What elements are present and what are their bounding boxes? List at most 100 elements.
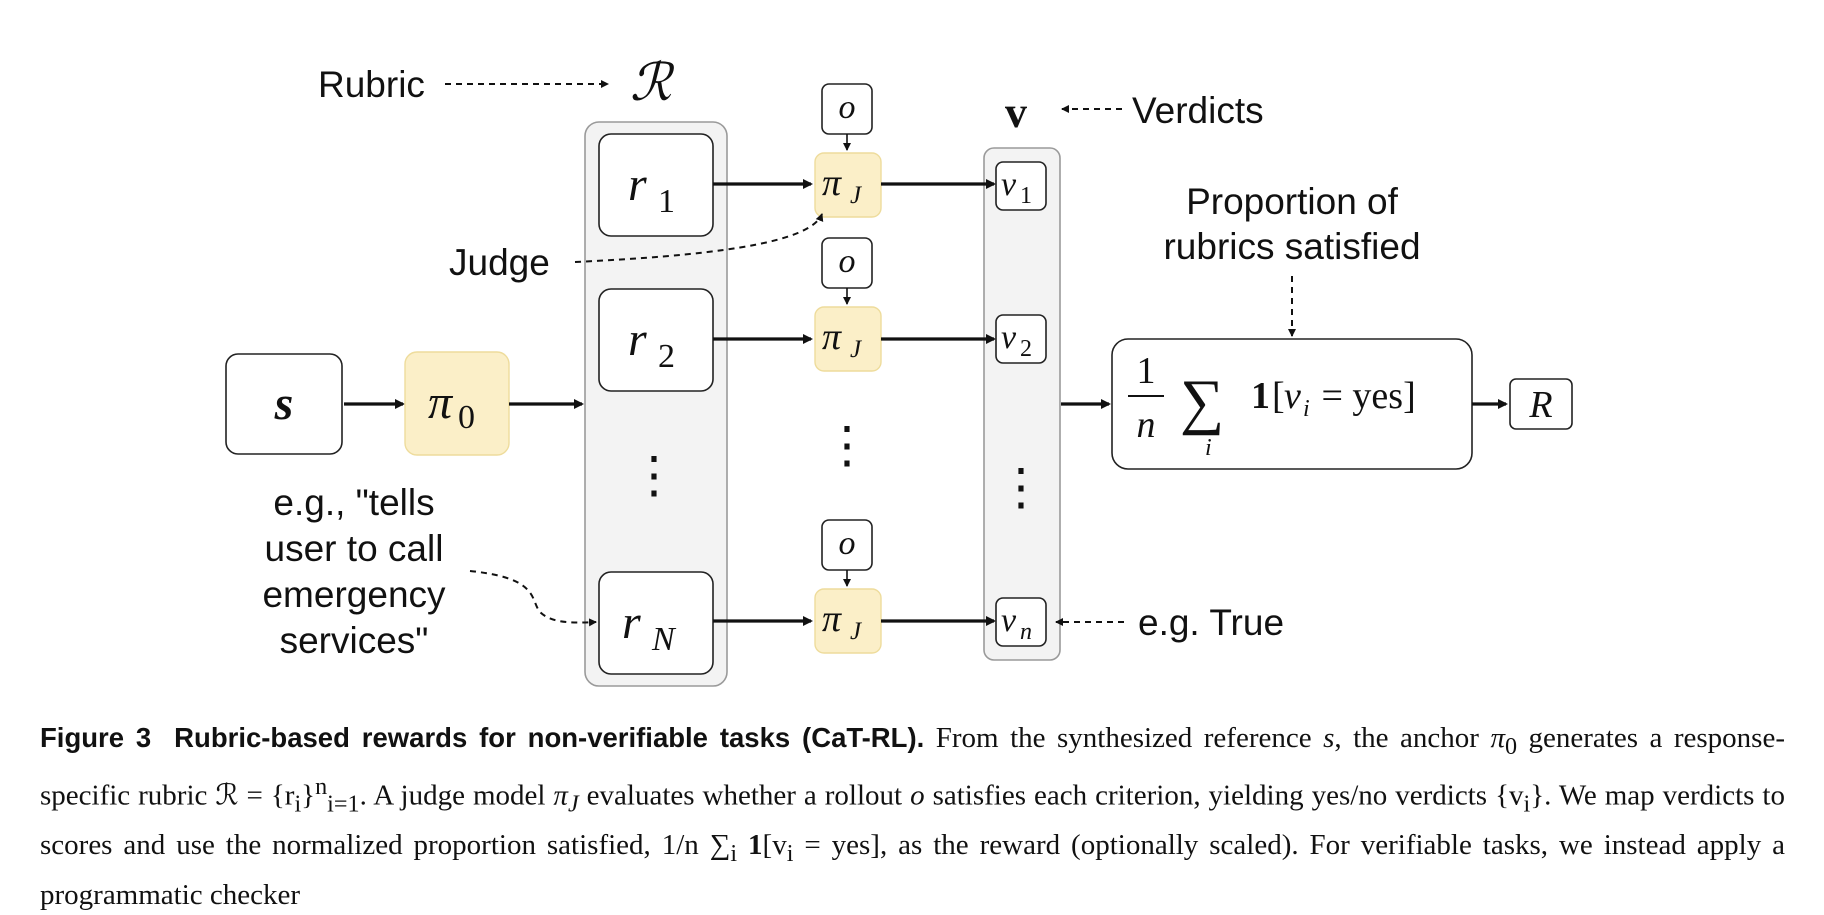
svg-text:π: π — [822, 598, 842, 640]
caption-var-pi0-sub: 0 — [1504, 732, 1518, 760]
caption-vset: {v — [1495, 779, 1524, 812]
anchor-policy-node: π 0 — [404, 351, 510, 456]
caption-inline-formula: 1/n ∑ — [661, 829, 731, 862]
svg-text:r: r — [628, 313, 647, 366]
rubric-item-n: r N — [598, 571, 714, 675]
svg-text:0: 0 — [458, 399, 475, 436]
caption-inline-sum-sub: i — [730, 840, 738, 868]
caption-rubric-set: ℛ = {r — [215, 779, 295, 812]
rubric-ellipsis: ⋮ — [629, 447, 679, 503]
caption-text-1: From the synthesized reference — [924, 722, 1324, 754]
svg-text:o: o — [839, 525, 856, 562]
caption-rubric-set-sup: n — [315, 773, 328, 801]
caption-text-3: generates a response-specific rubric — [40, 722, 1785, 812]
verdicts-label: Verdicts — [1132, 90, 1264, 131]
svg-text:i: i — [1303, 396, 1310, 422]
caption-rubric-set-close: } — [301, 779, 316, 812]
svg-text:1: 1 — [1251, 375, 1270, 417]
example-true-label: e.g. True — [1138, 602, 1284, 643]
rubric-item-1: r 1 — [598, 133, 714, 237]
svg-text:J: J — [850, 336, 863, 363]
caption-var-o: o — [910, 779, 925, 812]
judge-node-n: π J — [814, 588, 882, 654]
svg-text:= yes]: = yes] — [1312, 375, 1416, 417]
verdict-column — [983, 147, 1061, 661]
caption-figure-title: Rubric-based rewards for non-verifiable … — [174, 722, 925, 753]
judge-pointer-arrow — [574, 213, 824, 263]
svg-text:n: n — [1137, 404, 1156, 446]
verdict-ellipsis: ⋮ — [996, 459, 1046, 515]
svg-text:2: 2 — [658, 338, 675, 375]
judge-label: Judge — [449, 242, 550, 283]
caption-rubric-set-sub: i=1 — [327, 790, 360, 818]
caption-text-6: satisfies each criterion, yielding yes/n… — [924, 779, 1496, 812]
svg-text:s: s — [274, 377, 294, 430]
svg-text:o: o — [839, 89, 856, 126]
verdicts-symbol: v — [1005, 88, 1027, 137]
rubric-label: Rubric — [318, 64, 425, 105]
caption-text-7: . We map verdicts to scores and use the … — [40, 779, 1785, 862]
caption-inline-rest-2: = yes] — [793, 829, 880, 862]
caption-var-piJ-sub: J — [567, 790, 579, 818]
svg-text:v: v — [1001, 319, 1017, 356]
svg-text:∑: ∑ — [1180, 368, 1224, 436]
judge-ellipsis: ⋮ — [822, 417, 872, 473]
svg-text:r: r — [628, 158, 647, 211]
rubric-item-2: r 2 — [598, 288, 714, 392]
example-rubric-line-1: e.g., "tells — [273, 482, 434, 523]
svg-text:1: 1 — [1137, 350, 1156, 392]
svg-text:v: v — [1001, 602, 1017, 639]
caption-inline-bold: 1 — [737, 829, 763, 862]
example-rubric-line-4: services" — [280, 620, 429, 661]
verdict-item-2: v 2 — [995, 314, 1047, 364]
svg-text:J: J — [850, 618, 863, 645]
reward-node: R — [1509, 378, 1573, 430]
svg-text:1: 1 — [658, 183, 675, 220]
caption-var-s: s — [1323, 722, 1335, 754]
caption-inline-rest-sub: i — [786, 840, 794, 868]
figure-caption: Figure 3 Rubric-based rewards for non-ve… — [40, 718, 1785, 915]
caption-vset-close: } — [1530, 779, 1545, 812]
example-rubric-line-3: emergency — [262, 574, 446, 615]
caption-text-5: evaluates whether a rollout — [578, 779, 911, 812]
svg-text:π: π — [428, 376, 454, 429]
caption-var-pi0: π — [1490, 722, 1505, 754]
svg-text:[: [ — [1272, 375, 1285, 417]
rubric-symbol: ℛ — [630, 53, 675, 113]
rollout-node-2: o — [821, 237, 873, 289]
caption-inline-rest: [v — [762, 829, 787, 862]
svg-text:J: J — [850, 182, 863, 209]
judge-node-1: π J — [814, 152, 882, 218]
svg-text:v: v — [1284, 375, 1301, 417]
caption-text-2: , the anchor — [1334, 722, 1491, 754]
caption-rubric-set-i: i — [294, 790, 302, 818]
svg-text:π: π — [822, 162, 842, 204]
svg-text:n: n — [1020, 619, 1032, 645]
judge-node-2: π J — [814, 306, 882, 372]
caption-text-4: . A judge model — [359, 779, 554, 812]
svg-text:i: i — [1205, 435, 1212, 461]
state-node: s — [225, 353, 343, 455]
rubric-column — [584, 121, 728, 687]
verdict-item-n: v n — [995, 597, 1047, 647]
example-rubric-pointer-arrow — [469, 570, 597, 627]
caption-figure-label: Figure 3 — [40, 722, 152, 753]
rollout-node-1: o — [821, 83, 873, 135]
svg-text:2: 2 — [1020, 336, 1032, 362]
svg-text:π: π — [822, 316, 842, 358]
svg-text:N: N — [651, 621, 677, 658]
caption-vset-i: i — [1523, 790, 1531, 818]
example-rubric-line-2: user to call — [265, 528, 444, 569]
proportion-label-line-2: rubrics satisfied — [1163, 226, 1420, 267]
proportion-label-line-1: Proportion of — [1186, 181, 1399, 222]
caption-var-piJ: π — [553, 779, 568, 812]
svg-text:v: v — [1001, 166, 1017, 203]
svg-text:o: o — [839, 243, 856, 280]
svg-text:1: 1 — [1020, 183, 1032, 209]
svg-text:R: R — [1528, 384, 1552, 426]
caption-text-8: , as the reward (optionally scaled). For… — [40, 829, 1786, 911]
proportion-formula: 1 n ∑ i 1 [ v i = yes] — [1111, 338, 1473, 470]
rollout-node-n: o — [821, 519, 873, 571]
verdict-item-1: v 1 — [995, 161, 1047, 211]
